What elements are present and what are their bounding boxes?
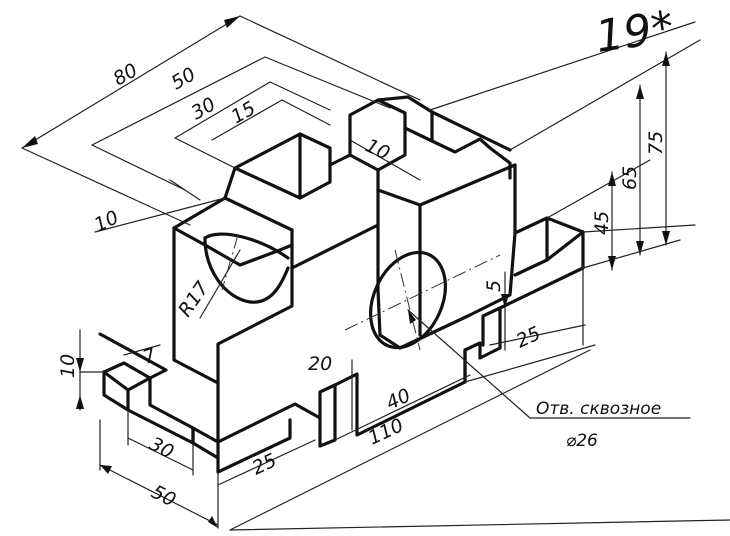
dim-top-15: 15 — [228, 97, 260, 128]
sheet-number: 19* — [592, 2, 676, 63]
dim-radius: R17 — [174, 278, 213, 321]
center-lines — [221, 234, 501, 351]
dim-slot-30: 30 — [146, 433, 178, 464]
dim-height-75: 75 — [645, 131, 667, 155]
part-outline — [98, 95, 585, 474]
dim-offset-7: 7 — [140, 344, 159, 369]
dim-height-10-left: 10 — [57, 354, 79, 378]
dim-top-50: 50 — [168, 63, 200, 94]
dim-top-30: 30 — [188, 93, 220, 124]
dim-width-50: 50 — [148, 481, 180, 512]
arrowheads — [22, 16, 670, 528]
note-diameter: ⌀26 — [566, 431, 598, 451]
dim-slot-10-top: 10 — [362, 135, 393, 165]
dim-height-65: 65 — [619, 166, 641, 190]
dim-height-45: 45 — [591, 211, 613, 235]
note-through-hole: Отв. сквозное — [536, 399, 661, 419]
dimension-lines — [21, 15, 730, 531]
dim-base-25-right: 25 — [513, 322, 544, 352]
dim-top-total: 80 — [110, 59, 142, 90]
dim-height-20: 20 — [308, 353, 332, 375]
dim-height-5: 5 — [483, 280, 505, 292]
